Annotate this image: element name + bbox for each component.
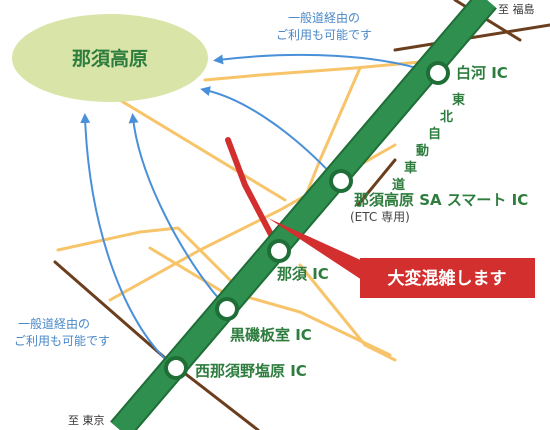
route-arrow: [80, 113, 173, 366]
ic-label-nishinasuno: 西那須野塩原 IC: [195, 362, 307, 380]
local-road: [98, 86, 287, 202]
expressway-char: 東: [452, 92, 465, 108]
road-note-line: 一般道経由の: [288, 10, 360, 25]
local-road: [148, 246, 230, 297]
road-note-line: ご利用も可能です: [14, 333, 110, 348]
expressway-char: 道: [392, 177, 405, 193]
route-arrow: [200, 86, 336, 179]
area-bubble: [12, 14, 208, 102]
ic-node-kuroiso[interactable]: [215, 297, 239, 321]
local-route-arrows: [80, 53, 431, 366]
ic-label-nasu: 那須 IC: [277, 265, 329, 283]
road-note-left: 一般道経由の ご利用も可能です: [14, 316, 110, 348]
expressway-char: 北: [440, 110, 453, 125]
ic-node-nishinasuno[interactable]: [164, 356, 188, 380]
destination-south: 至 東京: [68, 413, 105, 427]
road-note-line: 一般道経由の: [18, 316, 90, 331]
ic-node-nasukogen-sa[interactable]: [329, 169, 353, 193]
congestion-callout: 大変混雑します: [268, 218, 535, 298]
destination-north: 至 福島: [498, 2, 535, 16]
expressway-char: 車: [404, 160, 417, 176]
route-arrow: [213, 53, 431, 73]
ic-label-shirakawa: 白河 IC: [456, 64, 508, 82]
expressway-name: 東 北 自 動 車 道: [392, 92, 465, 193]
ic-node-nasu[interactable]: [267, 239, 291, 263]
interchange-nodes: [164, 61, 450, 380]
ic-node-shirakawa[interactable]: [426, 61, 450, 85]
congestion-label: 大変混雑します: [388, 268, 507, 289]
expressway-char: 自: [428, 126, 441, 142]
ic-label-kuroiso: 黒磯板室 IC: [230, 326, 312, 344]
area-nasukogen: 那須高原: [12, 14, 208, 102]
expressway-char: 動: [416, 143, 429, 159]
callout-pointer: [268, 218, 365, 282]
local-road: [238, 293, 392, 357]
ic-label-nasukogen-sa: 那須高原 SA スマート IC: [354, 191, 528, 209]
road-note-line: ご利用も可能です: [276, 27, 372, 42]
local-road: [56, 226, 242, 292]
callout-box: [360, 258, 535, 298]
ic-sublabel-etc: (ETC 専用): [350, 210, 410, 224]
local-road: [298, 263, 397, 362]
local-road: [203, 60, 422, 82]
road-note-top: 一般道経由の ご利用も可能です: [276, 10, 372, 42]
rail-line: [393, 23, 550, 52]
route-arrow: [128, 113, 221, 301]
area-label: 那須高原: [72, 47, 148, 70]
congested-road: [225, 137, 281, 251]
rail-line: [356, 158, 397, 207]
